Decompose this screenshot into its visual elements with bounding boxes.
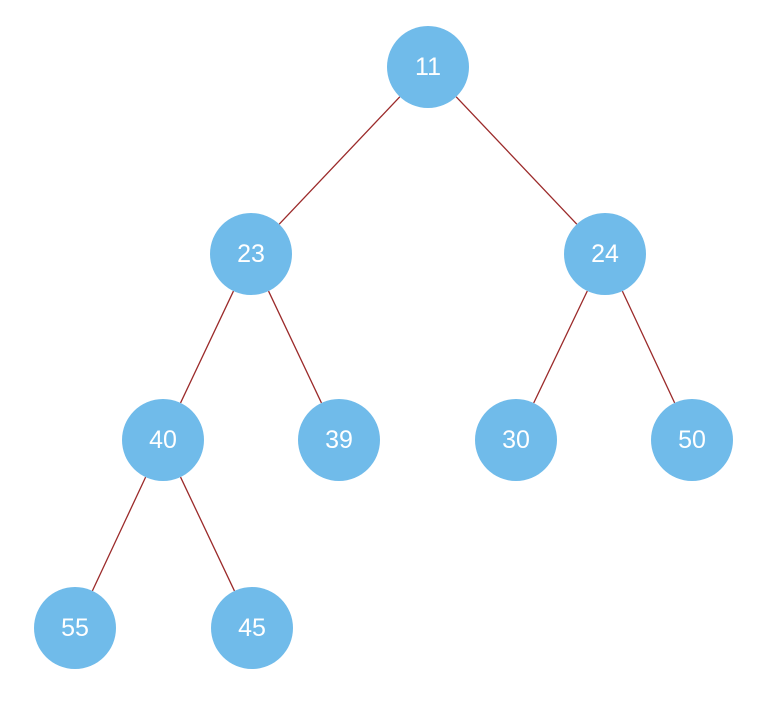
- tree-node-55: 55: [34, 587, 116, 669]
- tree-edge-11-23: [278, 96, 401, 225]
- tree-node-11: 11: [387, 26, 469, 108]
- tree-edge-23-40: [179, 290, 235, 404]
- node-label: 11: [415, 53, 441, 81]
- node-circle: [122, 399, 204, 481]
- tree-edge-23-39: [267, 290, 323, 404]
- tree-node-40: 40: [122, 399, 204, 481]
- tree-node-23: 23: [210, 213, 292, 295]
- node-circle: [211, 587, 293, 669]
- tree-edge-24-30: [533, 290, 588, 404]
- node-label: 39: [325, 426, 353, 454]
- node-label: 23: [237, 240, 265, 268]
- node-label: 50: [678, 426, 706, 454]
- tree-node-30: 30: [475, 399, 557, 481]
- tree-node-50: 50: [651, 399, 733, 481]
- tree-node-24: 24: [564, 213, 646, 295]
- edge-layer: [91, 96, 676, 592]
- node-circle: [651, 399, 733, 481]
- node-label: 30: [502, 426, 530, 454]
- node-label: 45: [238, 614, 266, 642]
- node-layer: 11 23 24 40 39 30 50 55 45: [34, 26, 733, 669]
- tree-edge-11-24: [455, 96, 578, 225]
- node-circle: [387, 26, 469, 108]
- tree-node-39: 39: [298, 399, 380, 481]
- node-circle: [475, 399, 557, 481]
- node-circle: [34, 587, 116, 669]
- node-label: 55: [61, 614, 89, 642]
- node-circle: [564, 213, 646, 295]
- tree-node-45: 45: [211, 587, 293, 669]
- node-label: 24: [591, 240, 619, 268]
- node-circle: [298, 399, 380, 481]
- tree-edge-24-50: [621, 290, 676, 404]
- node-circle: [210, 213, 292, 295]
- tree-edge-40-45: [179, 476, 236, 592]
- tree-edge-40-55: [91, 476, 147, 592]
- node-label: 40: [149, 426, 177, 454]
